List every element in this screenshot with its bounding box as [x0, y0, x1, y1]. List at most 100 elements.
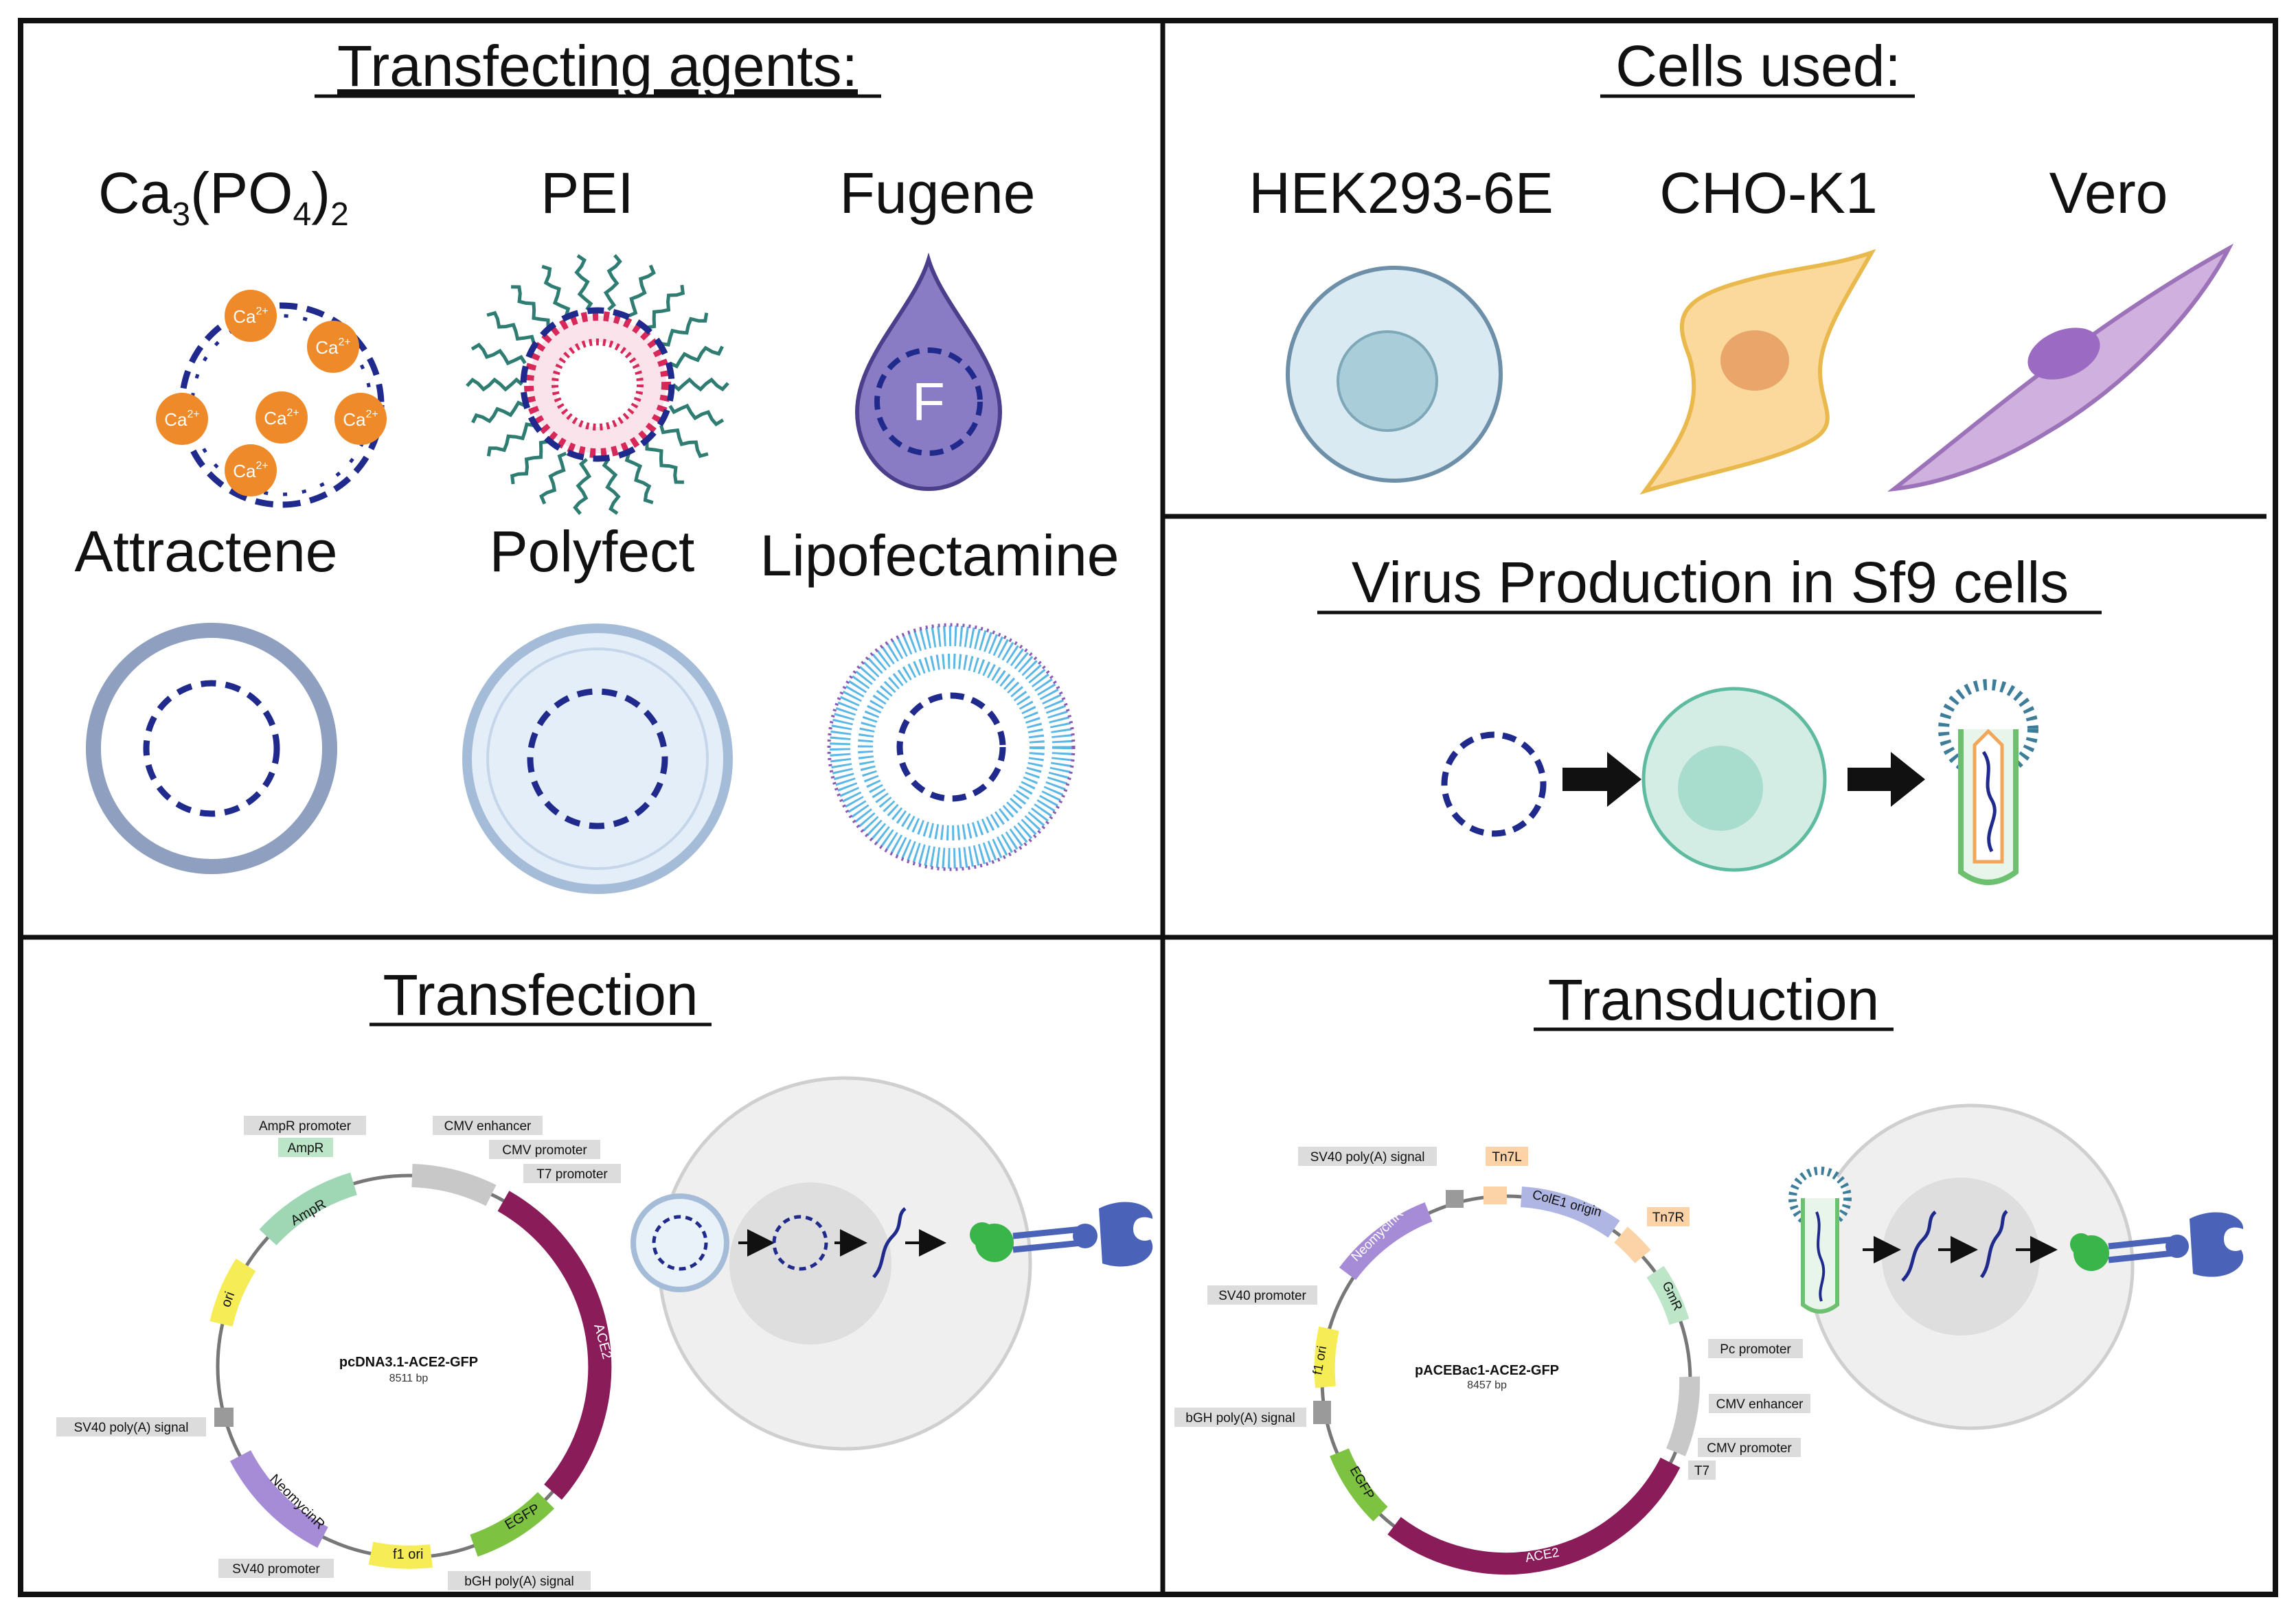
arrow-right-icon: [1562, 752, 1641, 807]
pei-polymer-arm: [602, 458, 621, 515]
pei-polymer-arm: [574, 254, 593, 311]
polyplex-dna: [652, 1215, 708, 1271]
pei-polymer-arm: [541, 264, 571, 317]
arc-egfp: [470, 1491, 555, 1557]
panel-transfection: Transfection pcDNA3.1-ACE2-GFP 8511 bp A…: [56, 963, 1153, 1590]
sv40-polya-feature: [1446, 1190, 1464, 1208]
panel-transduction: Transduction pACEBac1-ACE2-GFP 8457 bp C…: [1174, 967, 2244, 1575]
label-t7-promoter: T7 promoter: [523, 1164, 621, 1183]
arc-gmr: [1646, 1265, 1690, 1325]
spike-receptor-icon: [2190, 1212, 2244, 1277]
fugene-letter: F: [912, 371, 945, 432]
dna-fragment: [1901, 1211, 1937, 1282]
panel-title-cells: Cells used:: [1615, 34, 1901, 98]
arc-ori: [209, 1258, 256, 1327]
pei-polymer-arm: [573, 458, 592, 515]
pei-polymer-arm: [672, 377, 729, 392]
svg-text:AmpR promoter: AmpR promoter: [259, 1119, 352, 1134]
svg-text:SV40 promoter: SV40 promoter: [1218, 1289, 1306, 1303]
svg-text:Ca2+: Ca2+: [233, 460, 269, 481]
sv40-polya-feature: [214, 1408, 234, 1427]
label-bgh-polya: bGH poly(A) signal: [1174, 1408, 1306, 1427]
pei-polymer-arm: [470, 342, 527, 366]
label-t7: T7: [1688, 1461, 1716, 1480]
mrna-strand: [872, 1207, 907, 1279]
arc-label-f1ori: f1 ori: [393, 1547, 423, 1562]
pei-polymer-arm: [603, 254, 622, 311]
arc-f1ori: [368, 1542, 433, 1569]
hek-nucleus: [1337, 330, 1438, 432]
label-sv40-promoter: SV40 promoter: [1207, 1285, 1317, 1305]
calcium-ion: Ca2+: [255, 391, 308, 444]
label-ampr-promoter: AmpR promoter: [244, 1116, 366, 1135]
pei-polymer-arms: [466, 254, 729, 515]
polyplex: [630, 1193, 729, 1292]
mrna-strand: [1979, 1210, 2008, 1279]
sf9-plasmid-ring: [1441, 731, 1547, 837]
svg-text:SV40 poly(A) signal: SV40 poly(A) signal: [74, 1421, 189, 1435]
arc-ampr: [259, 1172, 358, 1246]
svg-text:Ca2+: Ca2+: [233, 306, 269, 327]
arc-neo: [229, 1450, 328, 1548]
baculovirus-icon: [1938, 679, 2038, 885]
label-cho: CHO-K1: [1659, 161, 1877, 225]
panel-title-virus: Virus Production in Sf9 cells: [1352, 550, 2069, 615]
pei-core-inner: [552, 339, 644, 431]
label-cmv-promoter: CMV promoter: [489, 1140, 600, 1159]
pei-polymer-arm: [539, 451, 567, 505]
lipofectamine-outer-heads: [827, 623, 1076, 871]
svg-text:Tn7L: Tn7L: [1492, 1150, 1521, 1165]
arc-tn7r: [1614, 1226, 1651, 1263]
pei-polymer-arm: [486, 422, 534, 457]
bgh-polya-feature: [1313, 1401, 1331, 1424]
label-attractene: Attractene: [75, 519, 338, 584]
calcium-phosphate-illustration: Ca2+ Ca2+ Ca2+ Ca2+ Ca2+ Ca2+: [156, 290, 387, 508]
label-sv40-promoter: SV40 promoter: [218, 1559, 334, 1578]
svg-text:Ca2+: Ca2+: [164, 409, 200, 430]
pei-polymer-arm: [510, 439, 549, 485]
label-lipofectamine: Lipofectamine: [760, 523, 1119, 588]
calcium-ion: Ca2+: [225, 444, 277, 496]
label-cmv-enhancer: CMV enhancer: [433, 1116, 543, 1135]
svg-text:CMV promoter: CMV promoter: [502, 1143, 587, 1158]
vero-cell: [1887, 243, 2234, 492]
arc-ace2: [1387, 1457, 1681, 1575]
nuclear-plasmid: [772, 1215, 828, 1271]
attractene-dna-ring: [143, 680, 280, 817]
label-sv40-polya: SV40 poly(A) signal: [56, 1417, 206, 1436]
lipofectamine-outer-layer: [830, 626, 1073, 869]
calcium-ion: Ca2+: [334, 393, 387, 445]
transduction-cell-diagram: [1788, 1103, 2244, 1430]
lipofectamine-dna-ring: [896, 692, 1006, 802]
svg-text:bGH poly(A) signal: bGH poly(A) signal: [464, 1574, 573, 1589]
cho-cell: [1639, 249, 1876, 495]
arc-cmv: [411, 1164, 497, 1206]
svg-text:T7: T7: [1694, 1464, 1709, 1478]
panel-title-transduction: Transduction: [1548, 967, 1879, 1032]
pei-polymer-arm: [669, 345, 724, 369]
cho-nucleus: [1720, 330, 1789, 391]
arc-cmv: [1666, 1376, 1701, 1456]
label-cmv-enhancer: CMV enhancer: [1709, 1394, 1810, 1413]
sf9-cell: [1641, 687, 1827, 872]
plasmid-size-pacebac: 8457 bp: [1467, 1379, 1507, 1391]
label-cmv-promoter: CMV promoter: [1698, 1438, 1801, 1457]
label-ampr-tag: AmpR: [278, 1138, 333, 1157]
pei-dna-ring: [520, 307, 675, 462]
arc-egfp: [1330, 1448, 1388, 1522]
plasmid-size-pcdna: 8511 bp: [389, 1373, 429, 1384]
svg-text:SV40 promoter: SV40 promoter: [232, 1562, 320, 1577]
ace2-gfp-protein: [970, 1222, 1098, 1262]
svg-text:CMV enhancer: CMV enhancer: [1716, 1397, 1804, 1412]
fugene-droplet-illustration: F: [854, 252, 1003, 492]
spike-receptor-icon: [1099, 1202, 1153, 1267]
vero-nucleus: [2027, 328, 2100, 380]
polyfect-shell: [462, 623, 733, 894]
label-sv40-polya: SV40 poly(A) signal: [1298, 1147, 1437, 1166]
pei-polymer-arm: [628, 264, 656, 318]
tn7l-feature: [1484, 1187, 1507, 1204]
label-calcium-phosphate: Ca3(PO4)2: [98, 161, 349, 233]
pei-polymer-arm: [661, 312, 709, 347]
host-nucleus: [1882, 1178, 2040, 1336]
